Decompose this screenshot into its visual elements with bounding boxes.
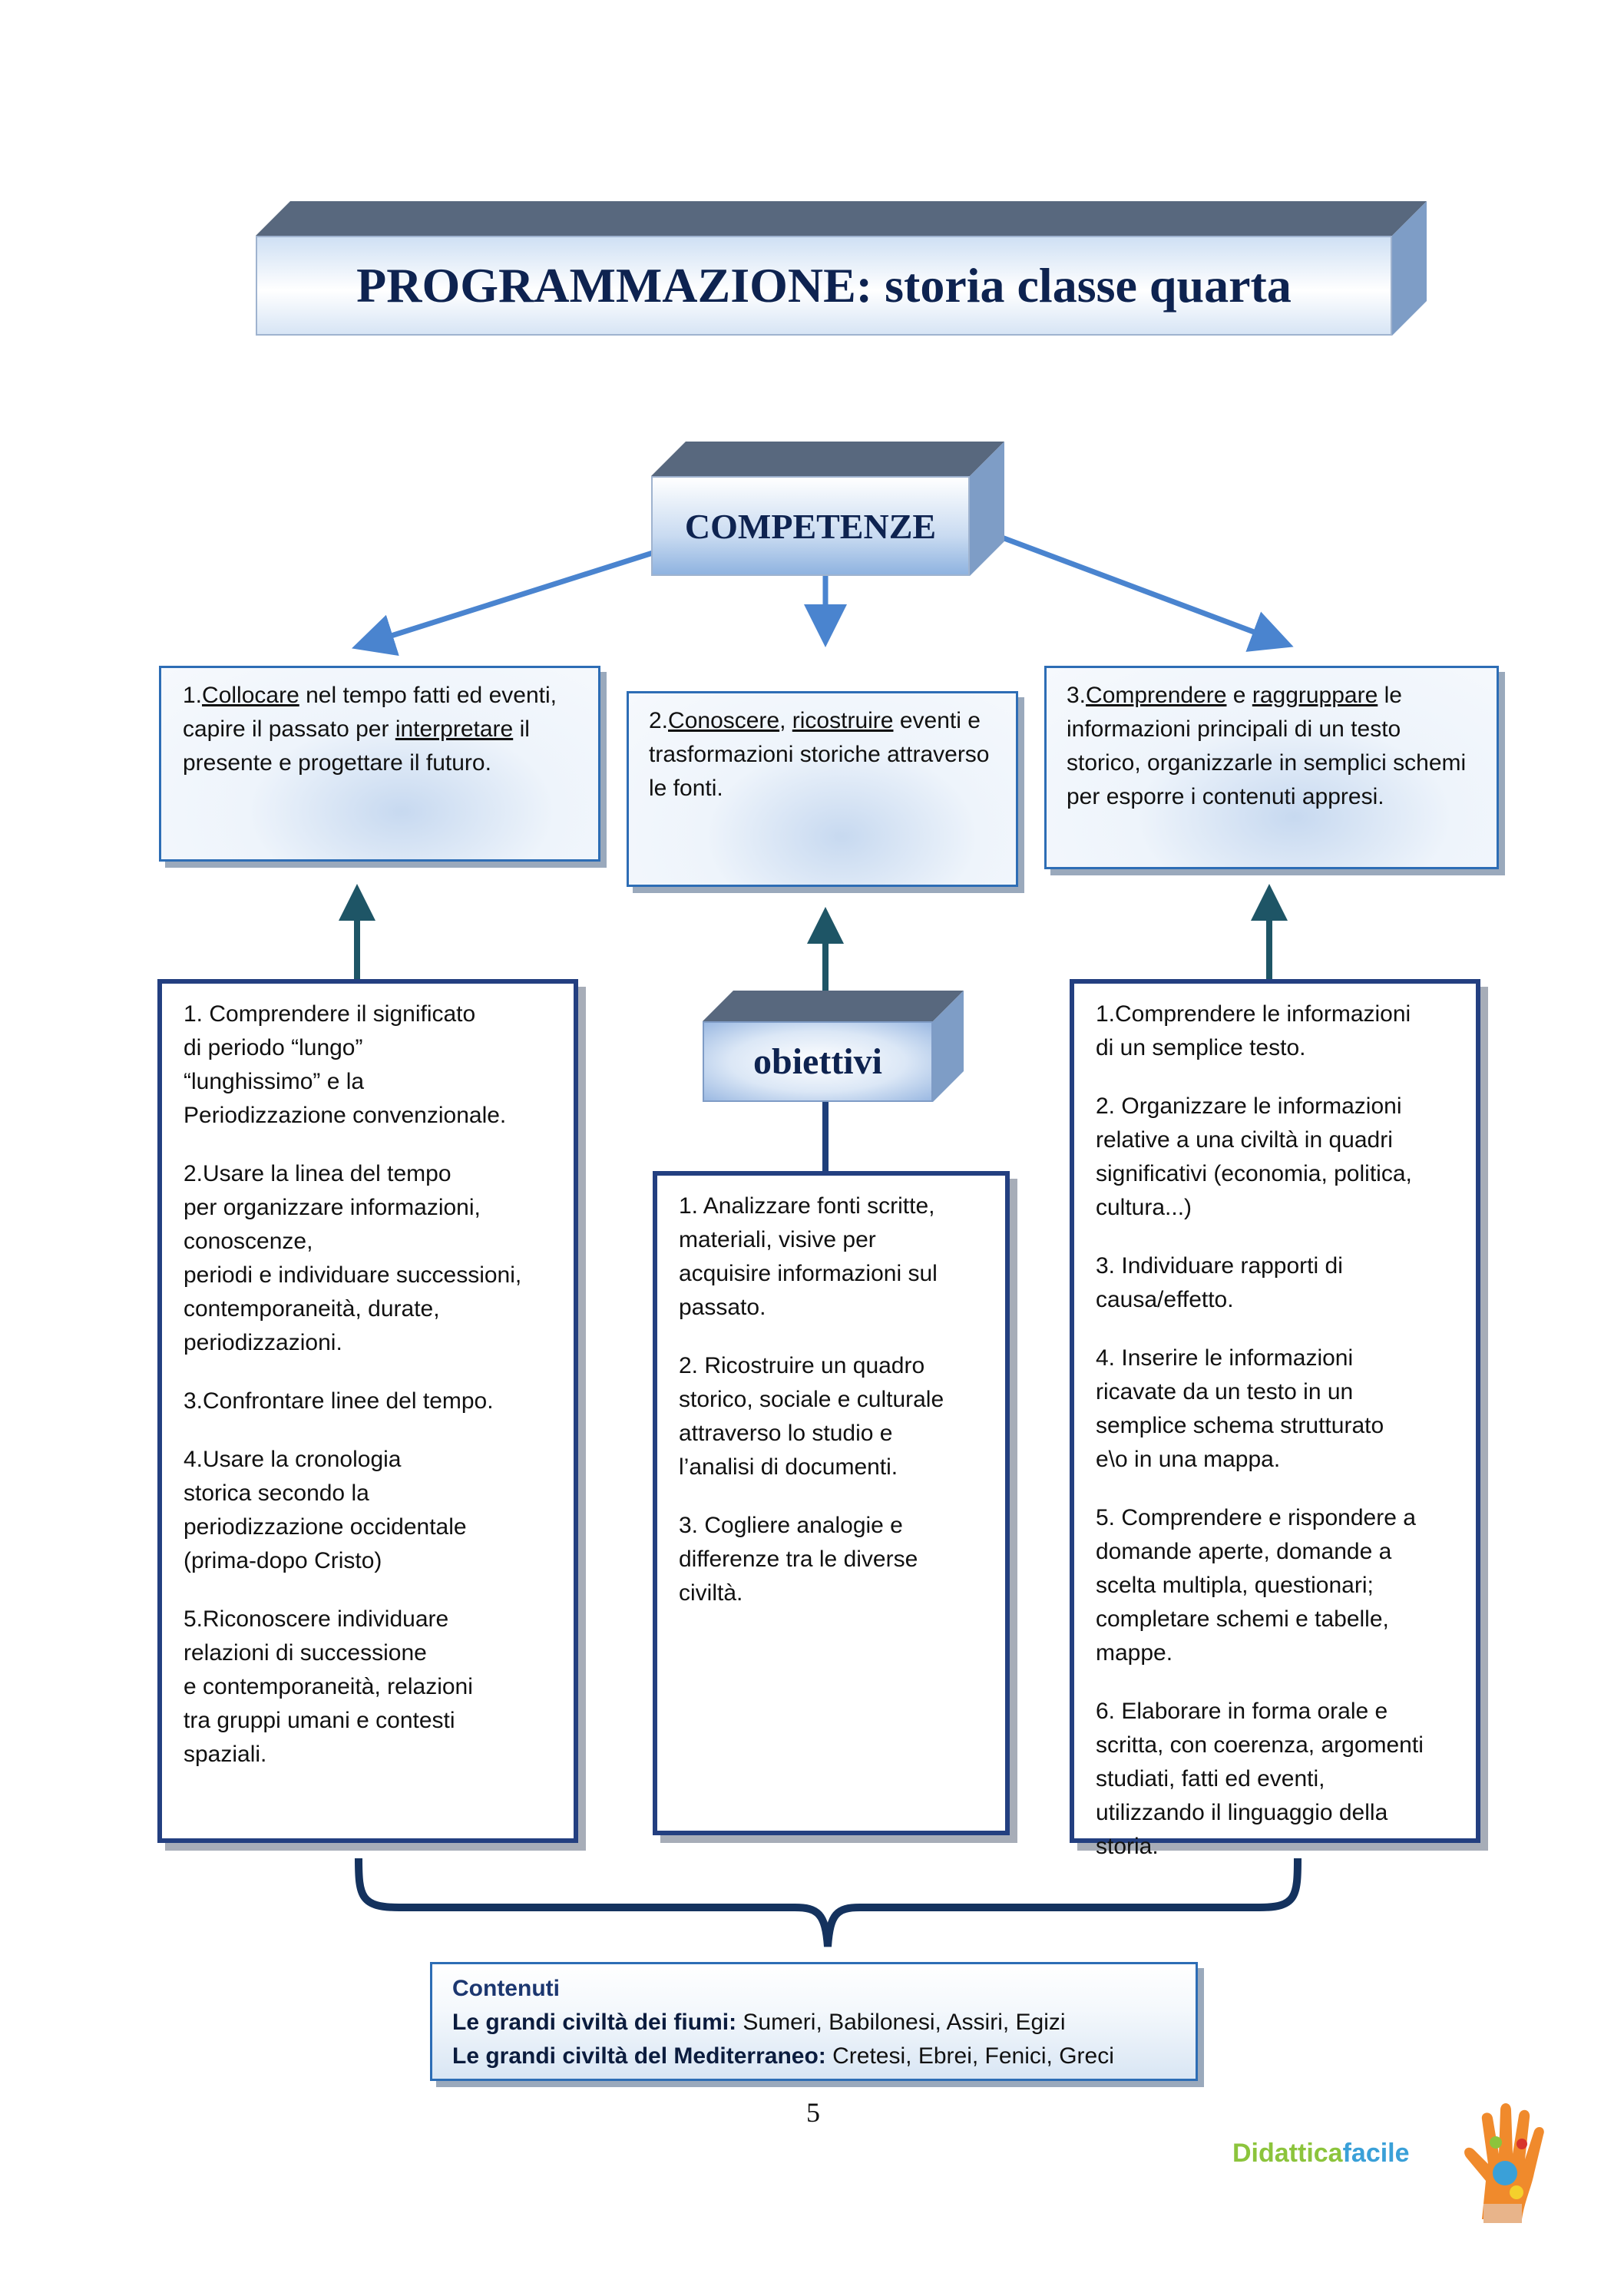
obiettivo-item: 1. Comprendere il significato di periodo…: [184, 1001, 507, 1128]
obiettivo-item: 4. Inserire le informazioni ricavate da …: [1096, 1345, 1384, 1472]
competenza-2: 2.Conoscere, ricostruire eventi e trasfo…: [627, 691, 1018, 887]
competenza-text: eventi e trasformazioni storiche attrave…: [649, 708, 990, 801]
competenza-keyword: Comprendere: [1086, 683, 1227, 708]
competenza-keyword: raggruppare: [1252, 683, 1378, 708]
obiettivo-item: 5.Riconoscere individuare relazioni di s…: [184, 1606, 473, 1767]
competenza-1: 1.Collocare nel tempo fatti ed eventi, c…: [159, 666, 600, 862]
obiettivi-right-box: 1.Comprendere le informazioni di un semp…: [1070, 979, 1480, 1859]
obiettivo-item: 4.Usare la cronologia storica secondo la…: [184, 1447, 467, 1573]
contenuti-box: Contenuti Le grandi civiltà dei fiumi: S…: [430, 1962, 1198, 2081]
obiettivi-shape: [703, 991, 964, 1102]
obiettivi-left-box: 1. Comprendere il significato di periodo…: [157, 979, 578, 1843]
competenza-keyword: interpretare: [395, 716, 514, 742]
obiettivi-label: obiettivi: [703, 1021, 933, 1102]
competenze-shape: [651, 442, 1004, 576]
hand-logo-icon: [1464, 2103, 1544, 2223]
page-title: PROGRAMMAZIONE: storia classe quarta: [256, 236, 1392, 336]
competenza-text: il presente e progettare il futuro.: [183, 716, 530, 776]
obiettivo-item: 3. Cogliere analogie e differenze tra le…: [679, 1513, 918, 1606]
obiettivo-item: 5. Comprendere e rispondere a domande ap…: [1096, 1505, 1416, 1666]
bracket-to-contenuti: [355, 1858, 1302, 1947]
title-banner: PROGRAMMAZIONE: storia classe quarta: [256, 201, 1427, 336]
obiettivo-item: 3. Individuare rapporti di causa/effetto…: [1096, 1253, 1343, 1312]
logo-part-1: Didattica: [1232, 2139, 1343, 2168]
competenze-label: COMPETENZE: [651, 476, 970, 576]
competenza-number: 2.: [649, 708, 669, 733]
obiettivo-item: 1. Analizzare fonti scritte, materiali, …: [679, 1193, 938, 1320]
logo-text: Didatticafacile: [1232, 2139, 1410, 2169]
contenuti-line-2: Le grandi civiltà del Mediterraneo: Cret…: [452, 2040, 1176, 2073]
obiettivo-item: 2. Ricostruire un quadro storico, social…: [679, 1353, 944, 1480]
contenuti-line-1-label: Le grandi civiltà dei fiumi:: [452, 2010, 737, 2035]
contenuti-line-2-label: Le grandi civiltà del Mediterraneo:: [452, 2043, 826, 2069]
obiettivo-item: 6. Elaborare in forma orale e scritta, c…: [1096, 1699, 1424, 1859]
contenuti-title: Contenuti: [452, 1976, 560, 2001]
competenza-number: 3.: [1067, 683, 1087, 708]
title-banner-shape: [256, 201, 1427, 336]
competenza-3: 3.Comprendere e raggruppare le informazi…: [1044, 666, 1499, 869]
contenuti-line-1-text: Sumeri, Babilonesi, Assiri, Egizi: [736, 2010, 1066, 2035]
contenuti-line-2-text: Cretesi, Ebrei, Fenici, Greci: [825, 2043, 1114, 2069]
competenza-text: ,: [779, 708, 792, 733]
contenuti-line-1: Le grandi civiltà dei fiumi: Sumeri, Bab…: [452, 2006, 1176, 2040]
arrow-to-competenza-1: [351, 550, 654, 657]
competenza-keyword: Conoscere: [668, 708, 780, 733]
competenza-text: nel tempo fatti ed eventi, capire il pas…: [183, 683, 557, 742]
competenza-text: le informazioni principali di un testo s…: [1067, 683, 1467, 809]
competenza-number: 1.: [183, 683, 203, 708]
obiettivo-item: 1.Comprendere le informazioni di un semp…: [1096, 1001, 1411, 1060]
obiettivo-item: 3.Confrontare linee del tempo.: [184, 1388, 494, 1414]
obiettivo-item: 2. Organizzare le informazioni relative …: [1096, 1093, 1412, 1220]
logo-part-2: facile: [1342, 2139, 1410, 2168]
obiettivi-center-box: 1. Analizzare fonti scritte, materiali, …: [653, 1171, 1010, 1835]
competenza-text: e: [1226, 683, 1252, 708]
competenza-keyword: ricostruire: [792, 708, 894, 733]
obiettivo-item: 2.Usare la linea del tempo per organizza…: [184, 1161, 522, 1355]
obiettivi-header: obiettivi: [703, 991, 964, 1102]
competenze-header: COMPETENZE: [651, 442, 1004, 576]
competenza-keyword: Collocare: [202, 683, 299, 708]
page-number: 5: [806, 2097, 820, 2128]
arrow-to-competenza-3: [1001, 534, 1294, 652]
